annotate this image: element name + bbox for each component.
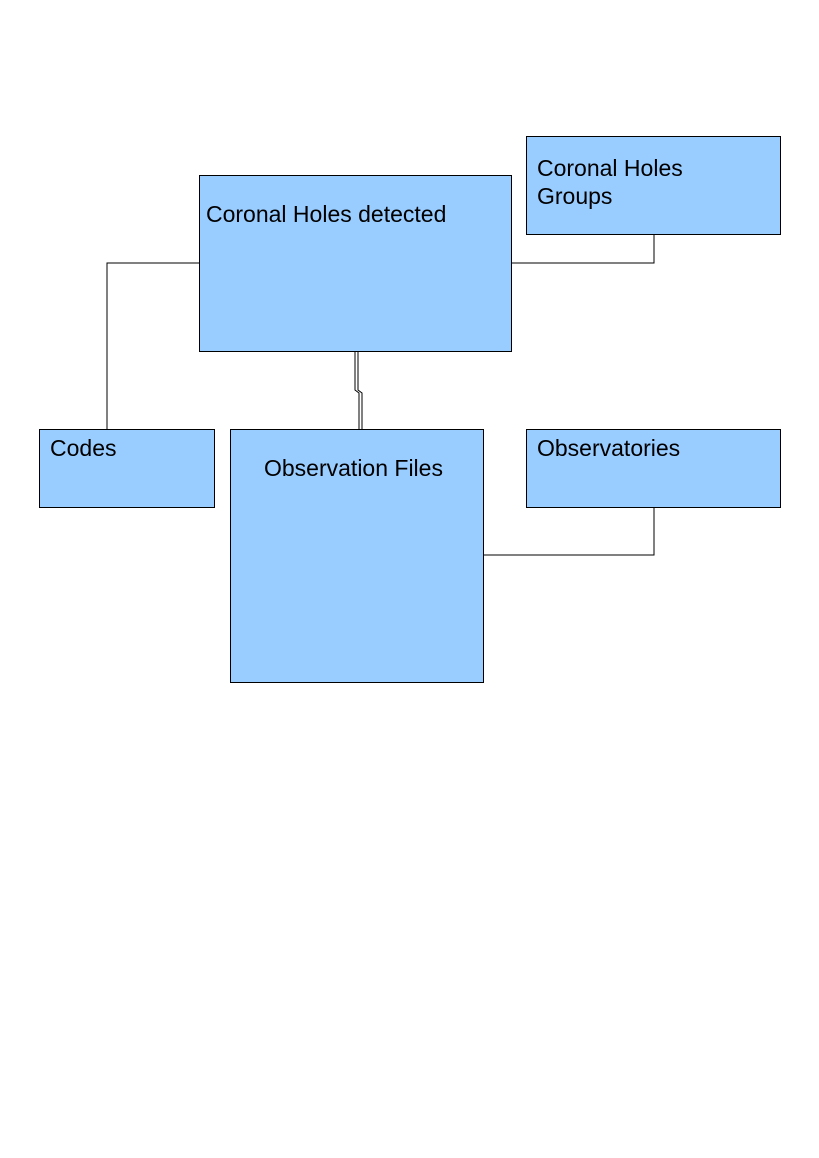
node-codes[interactable]: Codes — [39, 429, 215, 508]
node-label-coronal-holes-detected: Coronal Holes detected — [206, 201, 447, 227]
node-label-codes: Codes — [50, 435, 117, 461]
connector-detected-to-codes — [106, 262, 199, 429]
node-coronal-holes-groups[interactable]: Coronal Holes Groups — [526, 136, 781, 235]
node-coronal-holes-detected[interactable]: Coronal Holes detected — [199, 175, 512, 352]
node-label-coronal-holes-groups: Coronal Holes Groups — [537, 155, 683, 209]
connector-detected-to-groups — [512, 235, 655, 264]
node-label-observation-files: Observation Files — [264, 455, 443, 481]
connector-detected-to-observation-files-a — [354, 352, 360, 429]
node-observation-files[interactable]: Observation Files — [230, 429, 484, 683]
connector-detected-to-observation-files-b — [357, 352, 363, 429]
node-observatories[interactable]: Observatories — [526, 429, 781, 508]
node-label-observatories: Observatories — [537, 435, 681, 461]
connector-observation-files-to-observatories — [484, 508, 655, 556]
